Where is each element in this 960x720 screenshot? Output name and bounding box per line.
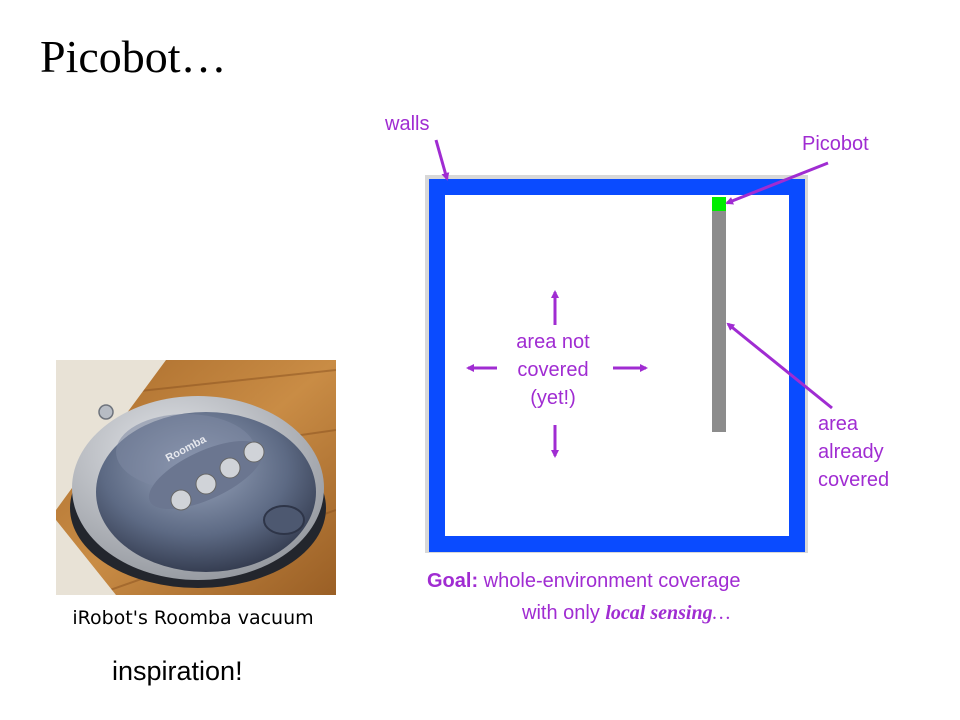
goal-line-2: with only local sensing… — [522, 599, 730, 627]
picobot-arrow — [725, 161, 829, 205]
goal-line-1: Goal: whole-environment coverage — [427, 567, 741, 595]
goal-text: whole-environment coverage — [478, 570, 741, 592]
picobot-label: Picobot — [802, 133, 869, 155]
area-not-covered-line-1: area not — [516, 331, 590, 353]
area-covered-line-1: area — [818, 413, 859, 435]
inspiration-text: inspiration! — [112, 656, 243, 686]
goal-prefix: Goal: — [427, 570, 479, 592]
slide-title: Picobot… — [40, 31, 227, 82]
covered-trail — [712, 210, 726, 432]
area-not-covered-line-3: (yet!) — [530, 387, 576, 409]
area-already-covered-label: area already covered — [818, 410, 889, 494]
area-not-covered-line-2: covered — [517, 359, 589, 381]
goal-line-2-start: with only — [522, 602, 606, 624]
area-covered-arrow — [726, 322, 833, 410]
walls-label: walls — [385, 113, 430, 135]
area-not-covered-label: area not covered (yet!) — [488, 328, 618, 412]
area-covered-line-2: already — [818, 441, 884, 463]
goal-ellipsis: … — [712, 602, 731, 624]
environment-walls — [429, 179, 805, 552]
area-covered-line-3: covered — [818, 469, 890, 491]
local-sensing-text: local sensing — [605, 602, 713, 624]
walls-arrow — [434, 139, 450, 181]
roomba-photo: Roomba — [56, 360, 336, 595]
roomba-caption: iRobot's Roomba vacuum — [72, 607, 314, 629]
picobot-robot — [712, 197, 726, 211]
